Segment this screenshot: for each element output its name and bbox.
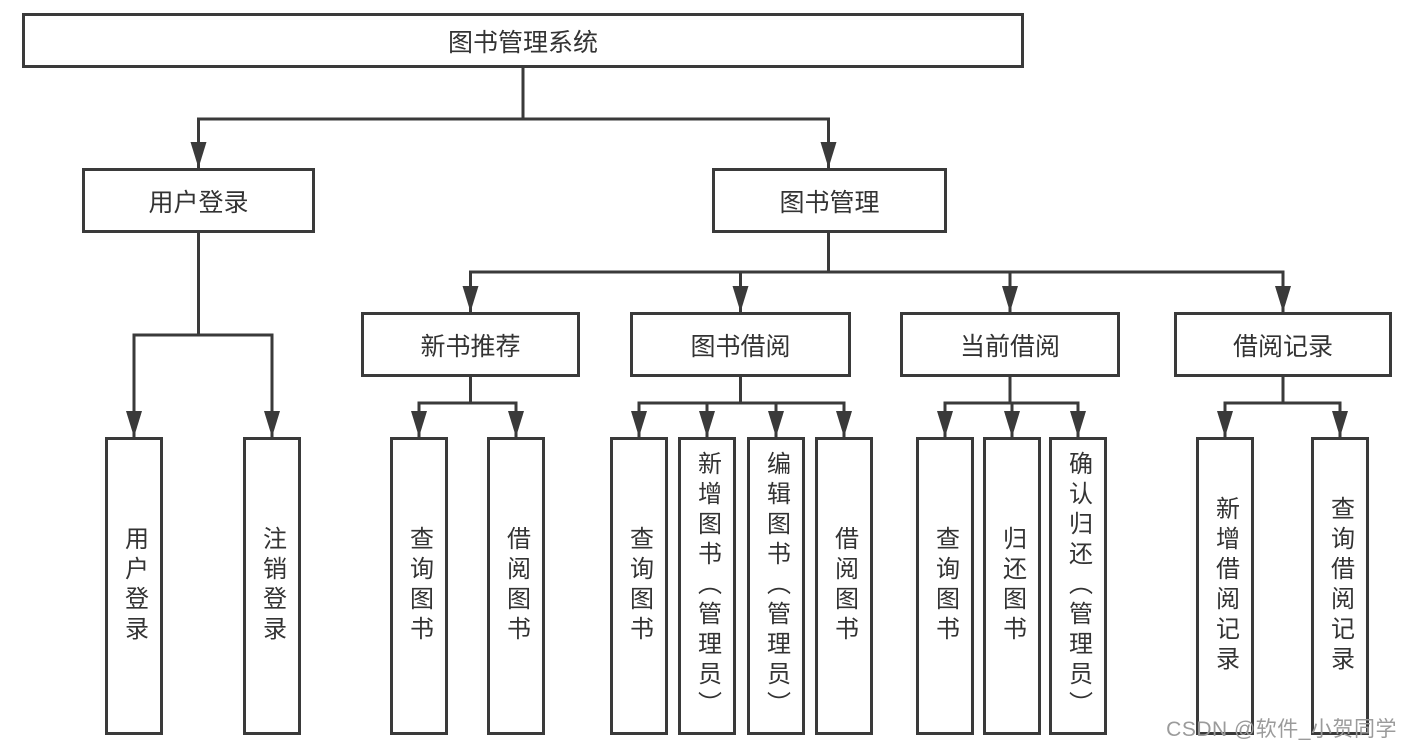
arrow-down-icon <box>631 411 647 437</box>
connector-user-login-children <box>126 233 280 437</box>
leaf-records-add-record: 新增借阅记录 <box>1196 437 1254 735</box>
node-root: 图书管理系统 <box>22 13 1024 68</box>
leaf-user-login: 用户登录 <box>105 437 163 735</box>
connector-records-children <box>1217 377 1348 437</box>
node-current-borrow: 当前借阅 <box>900 312 1120 377</box>
connector-line <box>132 333 274 437</box>
leaf-logout: 注销登录 <box>243 437 301 735</box>
leaf-borrow-edit-book-admin: 编辑图书（管理员） <box>747 437 805 735</box>
connector-root-to-level2 <box>190 68 837 168</box>
leaf-current-confirm-return-admin: 确认归还（管理员） <box>1049 437 1107 735</box>
connector-borrow-children <box>631 377 852 437</box>
node-new-book-recommend: 新书推荐 <box>361 312 580 377</box>
connector-line <box>417 401 518 437</box>
leaf-recommend-borrow-book: 借阅图书 <box>487 437 545 735</box>
arrow-down-icon <box>264 411 280 437</box>
arrow-down-icon <box>126 411 142 437</box>
leaf-records-query-record: 查询借阅记录 <box>1311 437 1369 735</box>
connector-line <box>197 117 830 168</box>
connector-current-children <box>937 377 1086 437</box>
node-user-login: 用户登录 <box>82 168 315 233</box>
node-book-borrow: 图书借阅 <box>630 312 851 377</box>
node-borrow-records: 借阅记录 <box>1174 312 1392 377</box>
arrow-down-icon <box>462 286 479 312</box>
connector-book-management-level3 <box>462 233 1291 312</box>
leaf-borrow-borrow-book: 借阅图书 <box>815 437 873 735</box>
arrow-down-icon <box>1332 411 1348 437</box>
leaf-current-query-book: 查询图书 <box>916 437 974 735</box>
watermark-text: CSDN @软件_小贺同学 <box>1166 718 1397 741</box>
arrow-down-icon <box>820 142 837 168</box>
connector-recommend-children <box>411 377 524 437</box>
arrow-down-icon <box>1217 411 1233 437</box>
arrow-down-icon <box>732 286 749 312</box>
leaf-current-return-book: 归还图书 <box>983 437 1041 735</box>
leaf-recommend-query-book: 查询图书 <box>390 437 448 735</box>
arrow-down-icon <box>1275 286 1291 312</box>
arrow-down-icon <box>768 411 784 437</box>
arrow-down-icon <box>1070 411 1086 437</box>
connector-line <box>943 401 1080 437</box>
connector-line <box>1223 401 1342 437</box>
connector-line <box>469 270 1285 312</box>
arrow-down-icon <box>190 142 207 168</box>
leaf-borrow-add-book-admin: 新增图书（管理员） <box>678 437 736 735</box>
arrow-down-icon <box>508 411 524 437</box>
arrow-down-icon <box>937 411 953 437</box>
arrow-down-icon <box>1004 411 1020 437</box>
connector-line <box>637 401 846 437</box>
node-book-management: 图书管理 <box>712 168 947 233</box>
arrow-down-icon <box>836 411 852 437</box>
arrow-down-icon <box>1002 286 1018 312</box>
leaf-borrow-query-book: 查询图书 <box>610 437 668 735</box>
arrow-down-icon <box>699 411 715 437</box>
arrow-down-icon <box>411 411 427 437</box>
